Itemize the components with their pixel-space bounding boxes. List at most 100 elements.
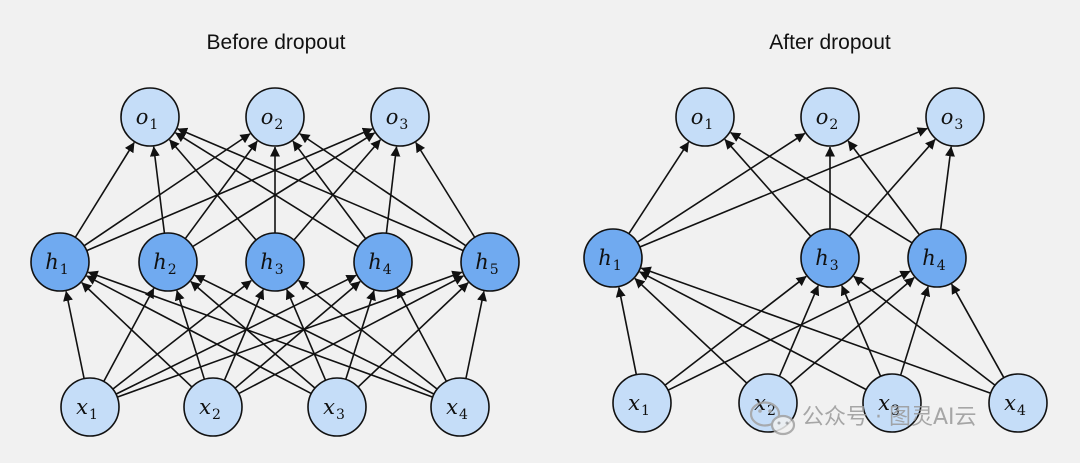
node-h5: h5 [460, 232, 520, 292]
panel-title-before: Before dropout [207, 31, 346, 54]
wechat-icon [749, 401, 796, 436]
edge-before-x3-h5 [357, 282, 469, 388]
node-x2: x2 [183, 377, 243, 437]
output-node-circle [925, 87, 985, 147]
edge-before-h2-o3 [192, 132, 375, 248]
hidden-node-circle [138, 232, 198, 292]
input-node-circle [183, 377, 243, 437]
node-h3: h3 [800, 228, 860, 288]
hidden-node-circle [245, 232, 305, 292]
edge-after-x2-h4 [789, 276, 915, 385]
edge-before-h1-o1 [74, 142, 135, 238]
node-o2: o2 [800, 87, 860, 147]
node-x1: x1 [612, 373, 672, 433]
panel-after-dropout: After dropout o1o2o3h1h3h4x1x2x3x4 [583, 31, 1048, 433]
edge-after-x1-h4 [667, 270, 911, 391]
edge-after-h4-o3 [939, 146, 955, 230]
edges-after [615, 127, 1005, 394]
output-node-circle [675, 87, 735, 147]
hidden-node-circle [907, 228, 967, 288]
node-h4: h4 [907, 228, 967, 288]
input-node-circle [612, 373, 672, 433]
node-h2: h2 [138, 232, 198, 292]
edges-before [63, 127, 487, 398]
edge-after-h4-o1 [730, 131, 913, 244]
edge-before-x2-h5 [238, 275, 464, 395]
input-node-circle [60, 377, 120, 437]
edge-after-h3-o1 [724, 138, 812, 237]
edge-before-x4-h5 [465, 290, 487, 379]
watermark-text: 公众号 · 图灵AI云 [802, 405, 977, 430]
edge-before-x1-h2 [103, 287, 155, 382]
edge-before-x1-h3 [112, 279, 252, 390]
edge-before-h3-o1 [168, 139, 257, 241]
edge-before-x3-h2 [190, 280, 316, 389]
node-h1: h1 [583, 228, 643, 288]
node-o1: o1 [120, 87, 180, 147]
edge-before-x3-h4 [345, 290, 376, 380]
node-o2: o2 [245, 87, 305, 147]
node-x4: x4 [988, 373, 1048, 433]
edge-before-h1-o3 [86, 127, 373, 252]
input-node-circle [988, 373, 1048, 433]
edge-before-x4-h1 [87, 270, 434, 398]
node-x3: x3 [862, 373, 922, 433]
node-h3: h3 [245, 232, 305, 292]
edge-before-x2-h4 [234, 280, 361, 389]
output-node-circle [800, 87, 860, 147]
edge-before-h5-o2 [299, 133, 467, 247]
edge-before-x4-h4 [396, 288, 448, 382]
edge-before-x3-h3 [285, 289, 327, 381]
edge-before-h3-o3 [293, 139, 382, 241]
edge-after-x1-h3 [664, 275, 807, 386]
node-x1: x1 [60, 377, 120, 437]
edge-before-h4-o2 [292, 140, 367, 240]
edge-before-h4-o1 [175, 132, 359, 248]
edge-after-x1-h1 [615, 286, 638, 375]
input-node-circle [862, 373, 922, 433]
node-x3: x3 [307, 377, 367, 437]
watermark: 公众号 · 图灵AI云 [749, 401, 977, 436]
output-node-circle [120, 87, 180, 147]
node-o3: o3 [925, 87, 985, 147]
edge-after-x3-h4 [899, 286, 931, 376]
edge-before-h5-o3 [415, 142, 476, 238]
edge-before-x2-h3 [223, 289, 265, 381]
edge-before-x2-h1 [81, 282, 193, 388]
input-node-circle [307, 377, 367, 437]
panel-title-after: After dropout [769, 31, 891, 54]
hidden-node-circle [460, 232, 520, 292]
edge-before-x4-h2 [194, 274, 435, 395]
edge-after-h1-o3 [639, 127, 928, 248]
hidden-node-circle [583, 228, 643, 288]
nodes-after: o1o2o3h1h3h4x1x2x3x4 [583, 87, 1048, 433]
edge-before-x3-h1 [86, 275, 312, 395]
edge-before-x1-h1 [63, 290, 85, 379]
edge-before-h2-o1 [149, 146, 166, 234]
edge-after-h4-o2 [847, 140, 921, 236]
node-h4: h4 [353, 232, 413, 292]
edge-before-h5-o1 [177, 127, 464, 252]
edge-after-x4-h3 [853, 275, 996, 386]
hidden-node-circle [353, 232, 413, 292]
output-node-circle [245, 87, 305, 147]
edge-after-x3-h1 [639, 271, 867, 391]
edge-before-h1-o2 [83, 133, 251, 247]
node-o3: o3 [370, 87, 430, 147]
node-o1: o1 [675, 87, 735, 147]
edge-after-h1-o2 [636, 132, 806, 243]
edge-before-h2-o2 [184, 140, 258, 240]
hidden-node-circle [30, 232, 90, 292]
edge-before-x4-h3 [298, 279, 438, 390]
node-h1: h1 [30, 232, 90, 292]
edge-after-x3-h3 [840, 285, 882, 377]
edge-after-h3-o3 [848, 138, 936, 237]
output-node-circle [370, 87, 430, 147]
edge-after-h1-o1 [628, 141, 690, 235]
edge-after-x4-h4 [950, 283, 1005, 379]
edge-after-x2-h1 [634, 277, 748, 384]
input-node-circle [430, 377, 490, 437]
